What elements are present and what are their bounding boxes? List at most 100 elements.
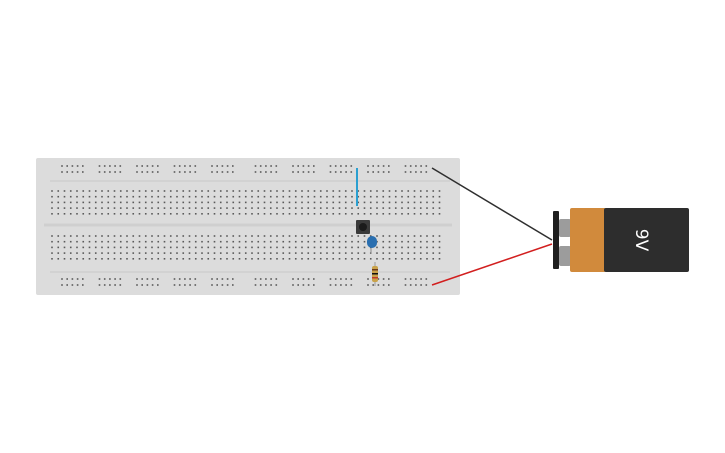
breadboard-hole[interactable] — [76, 258, 78, 260]
breadboard-hole[interactable] — [367, 165, 369, 167]
breadboard-hole[interactable] — [157, 207, 160, 209]
breadboard-hole[interactable] — [178, 165, 181, 167]
breadboard-hole[interactable] — [363, 195, 366, 198]
breadboard-hole[interactable] — [188, 258, 191, 260]
breadboard-hole[interactable] — [182, 235, 185, 237]
breadboard-hole[interactable] — [282, 190, 285, 192]
breadboard-hole[interactable] — [301, 190, 303, 192]
breadboard-hole[interactable] — [126, 252, 128, 254]
breadboard-hole[interactable] — [404, 165, 407, 167]
breadboard-hole[interactable] — [157, 252, 160, 254]
breadboard-hole[interactable] — [151, 201, 153, 204]
breadboard-hole[interactable] — [114, 284, 116, 286]
breadboard-hole[interactable] — [276, 240, 278, 243]
breadboard-hole[interactable] — [126, 207, 128, 209]
breadboard-hole[interactable] — [194, 284, 197, 286]
breadboard-hole[interactable] — [151, 252, 153, 254]
breadboard-hole[interactable] — [136, 284, 138, 286]
breadboard-hole[interactable] — [329, 165, 332, 167]
breadboard-hole[interactable] — [363, 190, 366, 192]
breadboard-hole[interactable] — [307, 207, 310, 209]
breadboard-hole[interactable] — [319, 252, 322, 254]
breadboard-hole[interactable] — [415, 284, 417, 286]
breadboard-hole[interactable] — [438, 246, 441, 249]
breadboard-hole[interactable] — [351, 190, 353, 192]
breadboard-hole[interactable] — [226, 207, 228, 209]
breadboard-hole[interactable] — [263, 235, 266, 237]
breadboard-hole[interactable] — [269, 246, 272, 249]
breadboard-hole[interactable] — [232, 252, 235, 254]
breadboard-hole[interactable] — [394, 195, 397, 198]
breadboard-hole[interactable] — [57, 190, 60, 192]
breadboard-hole[interactable] — [63, 240, 66, 243]
breadboard-hole[interactable] — [244, 190, 247, 192]
breadboard-hole[interactable] — [363, 252, 366, 254]
breadboard-hole[interactable] — [263, 190, 266, 192]
breadboard-hole[interactable] — [232, 190, 235, 192]
breadboard-hole[interactable] — [69, 207, 72, 209]
breadboard-hole[interactable] — [432, 252, 435, 254]
breadboard-hole[interactable] — [292, 171, 294, 173]
breadboard-hole[interactable] — [376, 190, 378, 192]
breadboard-hole[interactable] — [338, 246, 341, 249]
breadboard-hole[interactable] — [357, 201, 360, 204]
breadboard-hole[interactable] — [426, 213, 428, 215]
breadboard-hole[interactable] — [113, 246, 116, 249]
breadboard-hole[interactable] — [69, 246, 72, 249]
breadboard-hole[interactable] — [232, 171, 234, 173]
breadboard-hole[interactable] — [363, 246, 366, 249]
breadboard-hole[interactable] — [213, 190, 216, 192]
breadboard-hole[interactable] — [394, 207, 397, 209]
breadboard-hole[interactable] — [163, 235, 166, 237]
breadboard-hole[interactable] — [345, 284, 347, 286]
breadboard-hole[interactable] — [376, 195, 378, 198]
breadboard-hole[interactable] — [157, 240, 160, 243]
breadboard-hole[interactable] — [119, 278, 122, 280]
breadboard-hole[interactable] — [301, 207, 303, 209]
breadboard-hole[interactable] — [132, 240, 135, 243]
breadboard-hole[interactable] — [71, 171, 74, 173]
breadboard-hole[interactable] — [419, 195, 422, 198]
breadboard-hole[interactable] — [363, 207, 366, 209]
breadboard-hole[interactable] — [176, 213, 178, 215]
breadboard-hole[interactable] — [201, 190, 203, 192]
breadboard-hole[interactable] — [319, 235, 322, 237]
breadboard-hole[interactable] — [101, 235, 103, 237]
breadboard-hole[interactable] — [151, 246, 153, 249]
breadboard-hole[interactable] — [178, 171, 181, 173]
breadboard-hole[interactable] — [376, 246, 378, 249]
breadboard-hole[interactable] — [88, 207, 91, 209]
breadboard-hole[interactable] — [57, 201, 60, 204]
breadboard-hole[interactable] — [169, 240, 172, 243]
breadboard-hole[interactable] — [413, 235, 416, 237]
breadboard-hole[interactable] — [413, 195, 416, 198]
breadboard-hole[interactable] — [329, 278, 332, 280]
breadboard-hole[interactable] — [213, 252, 216, 254]
breadboard-hole[interactable] — [194, 213, 197, 215]
breadboard-hole[interactable] — [425, 171, 428, 173]
breadboard-hole[interactable] — [76, 207, 78, 209]
breadboard-hole[interactable] — [176, 252, 178, 254]
breadboard-hole[interactable] — [276, 246, 278, 249]
breadboard-hole[interactable] — [51, 207, 53, 209]
breadboard-hole[interactable] — [182, 258, 185, 260]
breadboard-hole[interactable] — [238, 190, 241, 192]
breadboard-hole[interactable] — [369, 258, 372, 260]
breadboard-hole[interactable] — [376, 252, 378, 254]
breadboard-hole[interactable] — [301, 195, 303, 198]
breadboard-hole[interactable] — [194, 201, 197, 204]
breadboard-hole[interactable] — [344, 201, 347, 204]
breadboard-hole[interactable] — [82, 165, 84, 167]
breadboard-hole[interactable] — [169, 252, 172, 254]
breadboard-hole[interactable] — [238, 201, 241, 204]
breadboard-hole[interactable] — [282, 235, 285, 237]
breadboard-hole[interactable] — [294, 258, 297, 260]
breadboard-hole[interactable] — [219, 213, 222, 215]
breadboard-hole[interactable] — [351, 195, 353, 198]
breadboard-hole[interactable] — [276, 258, 278, 260]
breadboard-hole[interactable] — [401, 235, 403, 237]
breadboard-hole[interactable] — [438, 235, 441, 237]
breadboard-hole[interactable] — [119, 165, 122, 167]
breadboard-hole[interactable] — [109, 278, 111, 280]
breadboard-hole[interactable] — [82, 171, 84, 173]
